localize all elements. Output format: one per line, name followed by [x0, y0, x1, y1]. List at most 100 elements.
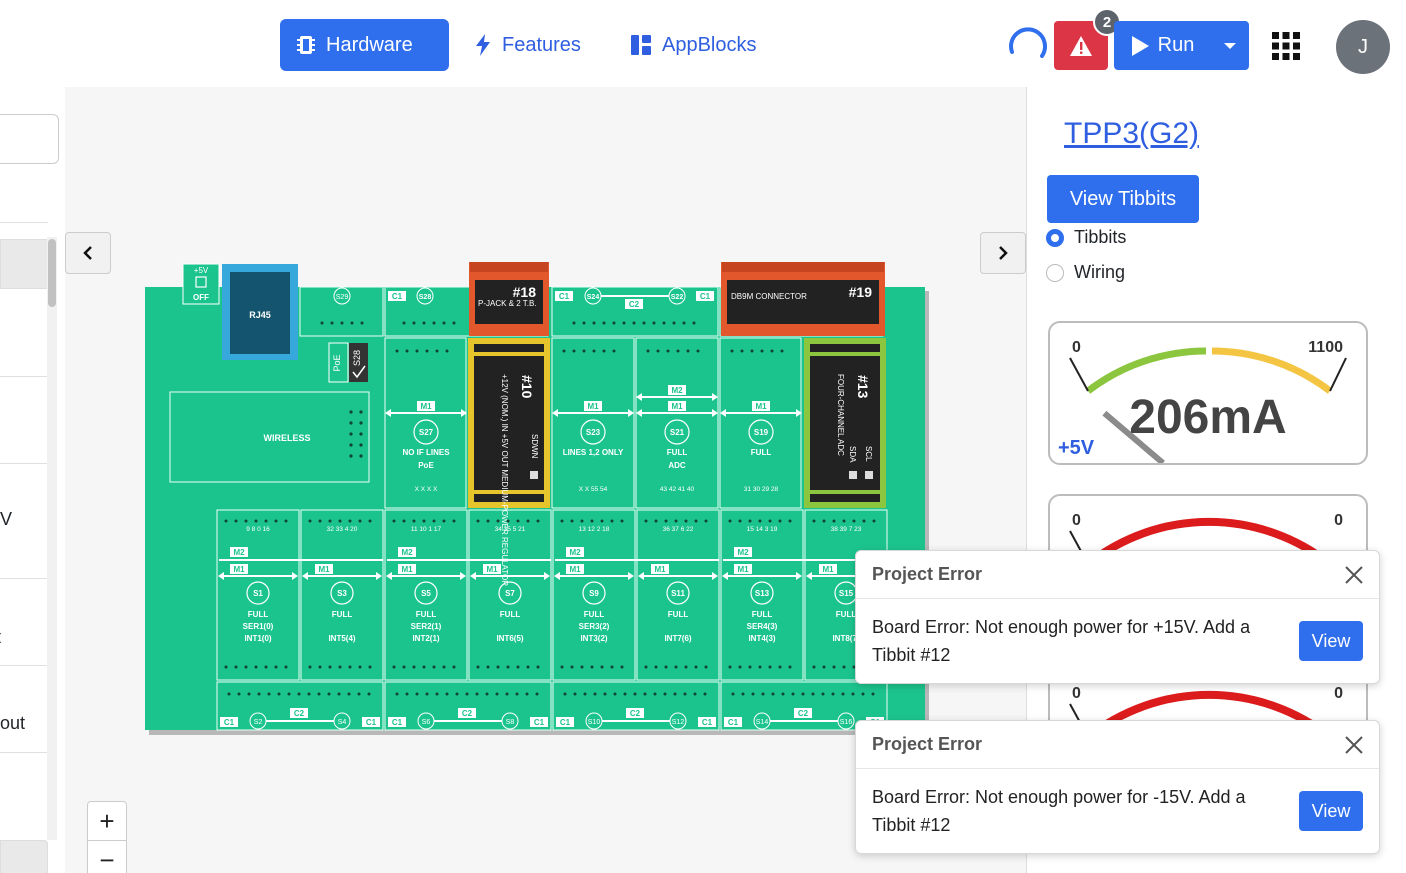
pin-dot [515, 692, 519, 696]
pin-dot [476, 519, 480, 523]
pin-dot [563, 692, 567, 696]
run-dropdown-toggle[interactable] [1210, 21, 1249, 70]
bus-tag-label: C2 [798, 709, 809, 718]
tibbit-19[interactable]: #19 DB9M CONNECTOR [721, 262, 885, 336]
pin-dot [328, 665, 332, 669]
user-avatar[interactable]: J [1336, 20, 1390, 74]
arrow-head [554, 572, 560, 580]
poe-header [328, 342, 349, 383]
tibbit-18-desc: P-JACK & 2 T.B. [478, 299, 537, 308]
radio-wiring-input[interactable] [1046, 263, 1064, 282]
pin-dot [244, 665, 248, 669]
zoom-out-button[interactable]: − [88, 841, 126, 873]
collapse-left-button[interactable] [65, 232, 111, 274]
close-icon[interactable] [1345, 735, 1363, 754]
radio-tibbits[interactable]: Tibbits [1046, 227, 1126, 248]
pin-dot [570, 665, 574, 669]
pin-dot [852, 519, 856, 523]
bus-tag [734, 547, 752, 557]
tibbit-10[interactable]: #10 +12V (NOM.) IN +5V OUT MEDIUM-POWER … [468, 338, 550, 586]
close-icon[interactable] [1345, 565, 1363, 584]
grid-icon[interactable] [1272, 32, 1300, 60]
gauge1-needle [1102, 410, 1165, 463]
pin-dot [760, 349, 764, 353]
sidebar-item-selected[interactable] [0, 239, 50, 289]
sidebar-item-text[interactable]: out [0, 713, 26, 733]
slot-label: ADC [668, 461, 686, 470]
toast-view-button[interactable]: View [1299, 791, 1363, 831]
pin-s29 [333, 287, 351, 305]
pin-dot [452, 519, 456, 523]
bus-tag-label: M1 [822, 565, 834, 574]
radio-tibbits-input[interactable] [1046, 228, 1064, 247]
features-tab[interactable]: Features [458, 19, 606, 71]
bus-tag-label: M1 [755, 402, 767, 411]
pin-dot [570, 519, 574, 523]
pin-dot [535, 692, 539, 696]
tibbit-18[interactable]: #18 P-JACK & 2 T.B. [469, 262, 549, 336]
pin-dot [465, 692, 469, 696]
toast-view-button[interactable]: View [1299, 621, 1363, 661]
sidebar-item-text[interactable]: V [0, 509, 13, 529]
pin-dot [582, 349, 586, 353]
slot-socket [580, 419, 606, 445]
tibbit-13[interactable]: #13 FOUR-CHANNEL ADC SCL SDA [804, 338, 886, 508]
sidebar-item[interactable] [0, 840, 48, 873]
radio-wiring[interactable]: Wiring [1046, 262, 1125, 283]
arrow-head [636, 393, 642, 401]
run-button[interactable]: Run [1114, 21, 1210, 70]
bus-tag-label: M2 [671, 386, 683, 395]
pin-dot [644, 665, 648, 669]
device-link[interactable]: TPP3(G2) [1064, 117, 1200, 150]
bus-tag-label: C2 [462, 709, 473, 718]
pin-dot [402, 665, 406, 669]
board-svg[interactable]: RJ45 +5V OFF [65, 87, 1026, 873]
pin-dot [703, 692, 707, 696]
toast-message: Board Error: Not enough power for -15V. … [872, 787, 1246, 835]
pin-dot [740, 349, 744, 353]
slot-label: SER3(2) [579, 622, 610, 631]
pin-dot [412, 519, 416, 523]
gauge3-max: 0 [1334, 685, 1343, 702]
arrow-head [460, 572, 466, 580]
tibbit-10-pad [530, 471, 538, 479]
slot-pins: X X X X [415, 486, 438, 493]
slot-pins: 13 12 2 18 [579, 526, 610, 533]
slot-id: S23 [586, 428, 601, 437]
bus-tag [398, 564, 416, 574]
scrollbar-thumb[interactable] [48, 239, 56, 307]
pin-dot [435, 692, 439, 696]
board-canvas[interactable]: RJ45 +5V OFF [65, 87, 1026, 873]
zoom-in-button[interactable]: + [88, 802, 126, 841]
hardware-tab[interactable]: Hardware [280, 19, 449, 71]
pin-dot [358, 665, 362, 669]
pin-dot [267, 692, 271, 696]
arrow-head [628, 572, 634, 580]
collapse-right-button[interactable] [980, 232, 1026, 274]
pin-label: S14 [756, 719, 769, 726]
view-tibbits-button[interactable]: View Tibbits [1047, 175, 1199, 223]
search-input[interactable] [0, 114, 59, 164]
bus-tag-label: M1 [420, 402, 432, 411]
sidebar-item-text[interactable]: t [0, 627, 1, 648]
bus-tag-label: M1 [486, 565, 498, 574]
appblocks-tab[interactable]: AppBlocks [614, 19, 784, 71]
power-switch[interactable] [182, 263, 220, 305]
pin-dot [234, 519, 238, 523]
bus-tag-label: M1 [318, 565, 330, 574]
pin-dot [812, 519, 816, 523]
sidebar-scrollbar[interactable] [47, 237, 57, 840]
